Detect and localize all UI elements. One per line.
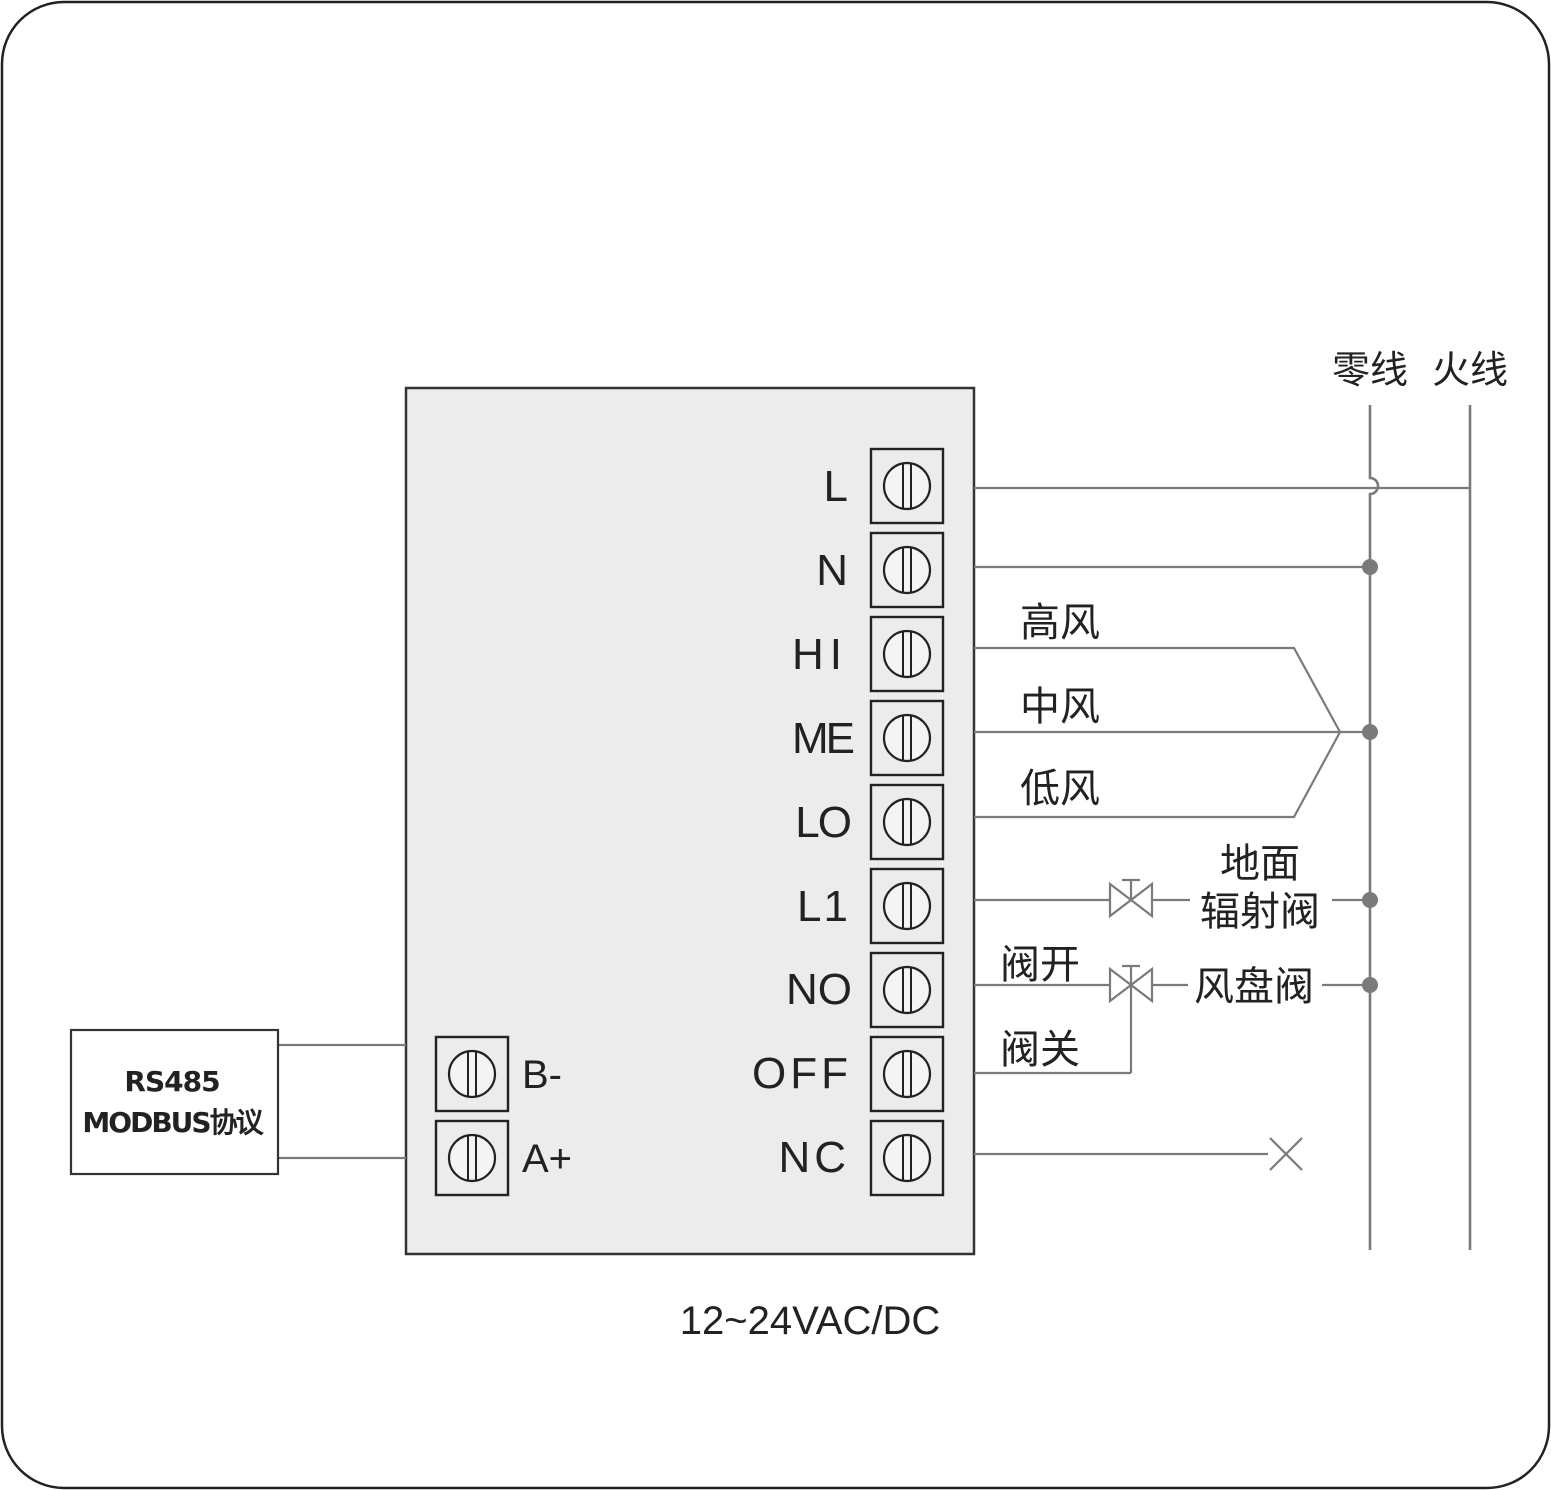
terminal-screw-l — [869, 447, 945, 525]
left-terminal-block — [434, 1035, 510, 1197]
junction-dot — [1362, 559, 1378, 575]
terminal-screw-nc — [869, 1119, 945, 1197]
screw-head — [882, 713, 932, 763]
terminal-screw-a-plus — [434, 1119, 510, 1197]
live-bus-label: 火线 — [1432, 348, 1508, 392]
terminal-screw-n — [869, 531, 945, 609]
wire-hi — [974, 646, 1341, 733]
screw-head — [882, 965, 932, 1015]
modbus-box: RS485 MODBUS协议 — [69, 1028, 280, 1176]
terminal-screw-no — [869, 951, 945, 1029]
terminal-label-off: OFF — [752, 1049, 852, 1098]
terminal-label-nc: NC — [778, 1133, 850, 1182]
right-terminal-block — [869, 447, 945, 1197]
terminal-label-l: L — [824, 462, 848, 511]
right-terminal-labels: L N HI ME LO L1 NO OFF NC — [752, 462, 857, 1182]
terminal-label-lo: LO — [795, 798, 850, 847]
power-buses: 零线 火线 — [1332, 348, 1508, 1250]
screw-head — [882, 881, 932, 931]
screw-head — [882, 461, 932, 511]
wire-lo — [974, 731, 1341, 819]
unused-marker — [1269, 1137, 1303, 1171]
junction-dot — [1362, 892, 1378, 908]
screw-head — [882, 797, 932, 847]
supply-voltage-label: 12~24VAC/DC — [680, 1299, 941, 1343]
screw-head — [447, 1133, 497, 1183]
screw-head — [882, 1133, 932, 1183]
modbus-box-line2: MODBUS协议 — [82, 1106, 264, 1139]
left-terminal-labels: B- A+ — [522, 1053, 572, 1181]
valve-symbol — [1108, 966, 1154, 1004]
fan-high-label: 高风 — [1020, 600, 1100, 646]
screw-head — [447, 1049, 497, 1099]
terminal-screw-b-minus — [434, 1035, 510, 1113]
valve-symbol — [1108, 881, 1154, 919]
terminal-label-b-minus: B- — [522, 1053, 562, 1097]
terminal-label-a-plus: A+ — [522, 1137, 572, 1181]
terminal-screw-l1 — [869, 867, 945, 945]
terminal-screw-lo — [869, 783, 945, 861]
valve-close-label: 阀关 — [1000, 1027, 1080, 1073]
screw-head — [882, 545, 932, 595]
terminal-screw-hi — [869, 615, 945, 693]
terminal-screw-me — [869, 699, 945, 777]
fan-medium-label: 中风 — [1020, 684, 1100, 730]
terminal-label-n: N — [816, 546, 848, 595]
fan-low-label: 低风 — [1020, 766, 1100, 812]
terminal-label-no: NO — [786, 965, 852, 1014]
junction-dot — [1362, 977, 1378, 993]
screw-head — [882, 1049, 932, 1099]
neutral-bus-label: 零线 — [1332, 348, 1408, 392]
terminal-screw-off — [869, 1035, 945, 1113]
valve-open-label: 阀开 — [1000, 942, 1080, 988]
floor-valve-label-line1: 地面 — [1220, 841, 1300, 887]
screw-head — [882, 629, 932, 679]
wire-annotations: 高风 中风 低风 地面 辐射阀 阀开 阀关 风盘阀 — [1000, 600, 1320, 1073]
modbus-box-line1: RS485 — [124, 1065, 219, 1098]
wiring — [278, 486, 1470, 1171]
fan-coil-valve-label: 风盘阀 — [1194, 964, 1314, 1010]
neutral-bus-line — [1368, 405, 1380, 1250]
terminal-label-l1: L1 — [797, 882, 850, 931]
terminal-label-me: ME — [792, 714, 854, 763]
modbus-box-frame — [69, 1028, 280, 1176]
floor-valve-label-line2: 辐射阀 — [1200, 889, 1320, 935]
terminal-label-hi: HI — [792, 630, 848, 679]
junction-dot — [1362, 724, 1378, 740]
